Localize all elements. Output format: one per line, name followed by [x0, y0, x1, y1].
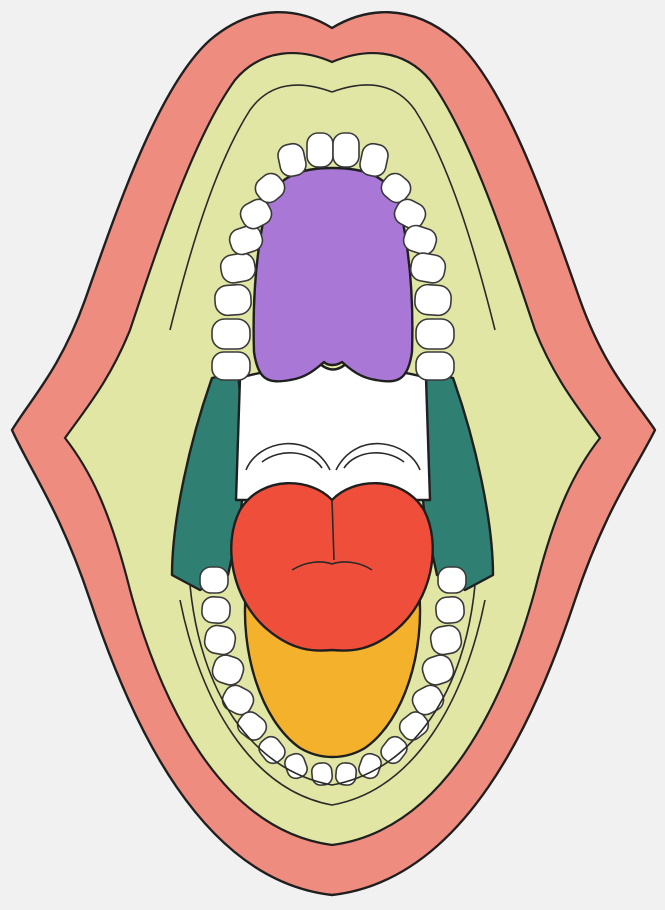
upper-tooth — [416, 319, 454, 349]
upper-tooth — [212, 319, 250, 349]
lower-tooth — [438, 567, 466, 593]
hard-palate — [254, 168, 413, 381]
soft-palate — [236, 362, 430, 500]
upper-tooth — [333, 133, 359, 167]
upper-tooth — [214, 284, 252, 316]
upper-tooth — [307, 133, 333, 167]
upper-tooth — [416, 352, 454, 380]
lower-tooth — [435, 596, 465, 624]
upper-tooth — [414, 284, 452, 316]
upper-tooth — [212, 352, 250, 380]
lower-tooth — [200, 567, 228, 593]
lower-tooth — [201, 596, 231, 624]
